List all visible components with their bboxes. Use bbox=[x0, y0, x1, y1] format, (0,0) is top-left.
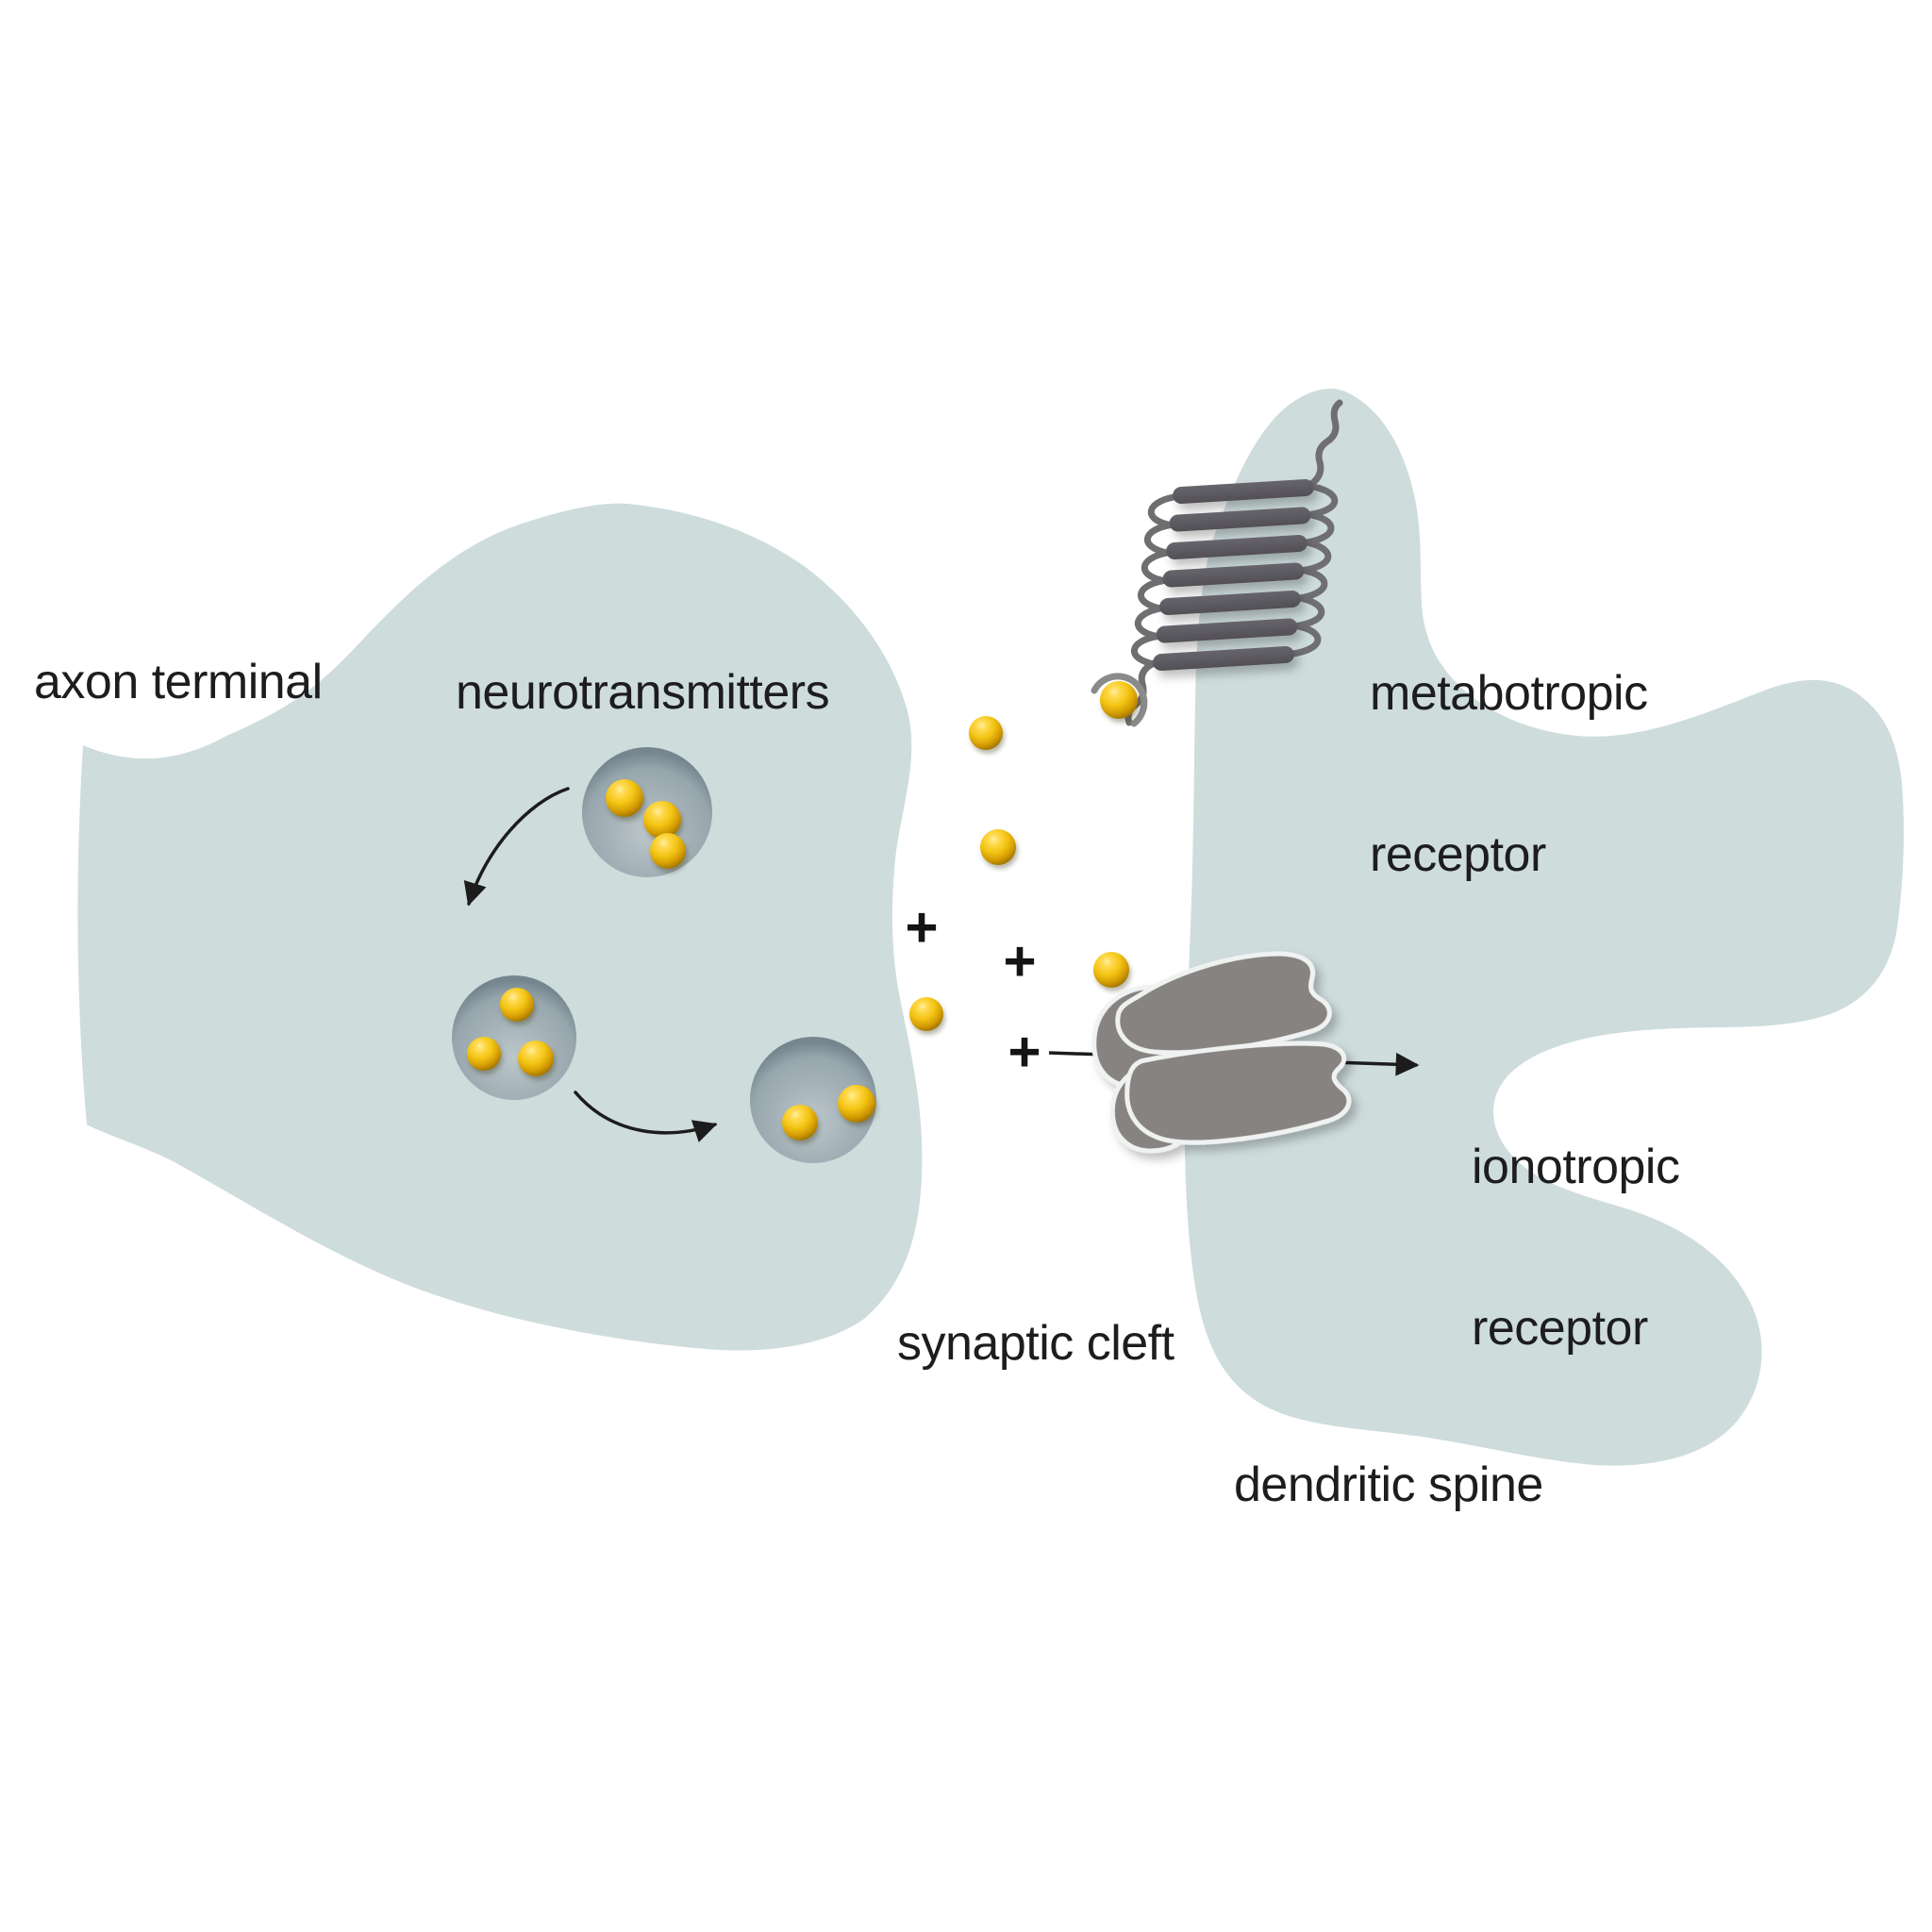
neurotransmitters-label: neurotransmitters bbox=[456, 665, 830, 720]
vesicle-flow-arrows bbox=[463, 787, 718, 1142]
neurotransmitter-ball bbox=[1093, 952, 1129, 988]
metabotropic-receptor-label: metabotropic receptor bbox=[1370, 559, 1648, 936]
receptor-helix-bar bbox=[1159, 590, 1301, 616]
receptor-helix-bar bbox=[1162, 562, 1305, 588]
cation-plus-sign: + bbox=[1003, 929, 1037, 993]
neurotransmitter-ball bbox=[909, 997, 943, 1031]
cation-plus-sign: + bbox=[905, 895, 939, 959]
receptor-helix-bar bbox=[1153, 645, 1294, 672]
channel-lobe bbox=[1124, 1041, 1352, 1145]
neurotransmitter-ball bbox=[980, 829, 1016, 865]
neurotransmitter-ball bbox=[606, 779, 643, 817]
neurotransmitter-ball bbox=[969, 716, 1003, 750]
cation-plus-sign: + bbox=[1008, 1020, 1041, 1084]
dendritic-spine-shape bbox=[1184, 389, 1904, 1466]
curved-arrow-icon bbox=[574, 1091, 718, 1142]
receptor-helix-bar bbox=[1156, 618, 1298, 643]
receptor-helix-bar bbox=[1166, 534, 1307, 560]
neurotransmitter-ball bbox=[518, 1041, 554, 1076]
neurotransmitter-ball bbox=[500, 988, 534, 1022]
neurotransmitter-ball bbox=[782, 1105, 818, 1141]
neurotransmitter-ball bbox=[650, 833, 686, 869]
vesicle-neurotransmitters bbox=[467, 779, 875, 1141]
neurotransmitter-ball bbox=[1100, 681, 1138, 719]
receptor-helix-bar bbox=[1169, 507, 1311, 532]
axon-terminal-label: axon terminal bbox=[34, 655, 323, 709]
dendritic-spine-label: dendritic spine bbox=[1234, 1457, 1543, 1512]
cleft-neurotransmitters bbox=[909, 716, 1016, 1031]
binding-cup-icon bbox=[1091, 673, 1148, 727]
ionotropic-receptor-label-line2: receptor bbox=[1472, 1301, 1648, 1356]
receptor-loops bbox=[1124, 399, 1343, 726]
axon-terminal-shape bbox=[77, 503, 923, 1351]
neurotransmitter-ball bbox=[643, 801, 681, 839]
ionotropic-receptor-icon bbox=[1091, 951, 1352, 1154]
curved-arrow-icon bbox=[463, 787, 570, 907]
metabotropic-receptor-label-line2: receptor bbox=[1370, 827, 1546, 882]
channel-lobe bbox=[1115, 951, 1332, 1056]
ionotropic-receptor-label-line1: ionotropic bbox=[1472, 1140, 1680, 1194]
ionotropic-receptor-label: ionotropic receptor bbox=[1472, 1033, 1680, 1409]
metabotropic-receptor-icon bbox=[1091, 399, 1343, 727]
metabotropic-receptor-label-line1: metabotropic bbox=[1370, 666, 1648, 721]
neurotransmitter-ball bbox=[838, 1085, 875, 1123]
receptor-helices bbox=[1153, 478, 1314, 672]
synaptic-cleft-label: synaptic cleft bbox=[897, 1316, 1174, 1371]
n-terminus-tail bbox=[1307, 399, 1343, 489]
vesicle bbox=[750, 1037, 876, 1163]
receptor-helix-bar bbox=[1173, 478, 1314, 505]
neurotransmitter-ball bbox=[467, 1037, 501, 1071]
